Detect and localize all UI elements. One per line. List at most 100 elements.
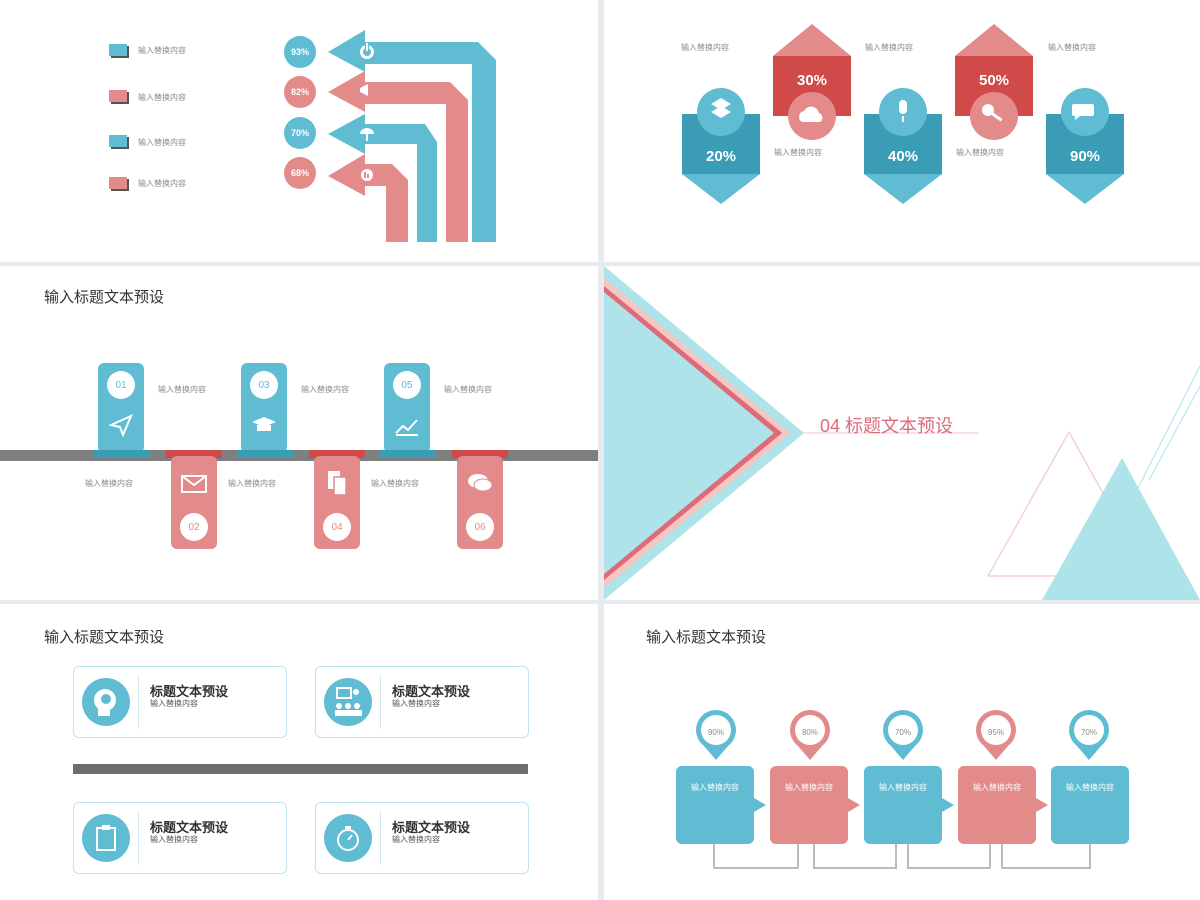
- arrow-shape: [328, 30, 496, 242]
- caption: 输入替换内容: [956, 148, 1004, 157]
- up-arrow-box: [773, 24, 851, 116]
- pin-percent: 90%: [707, 728, 724, 737]
- pin-percent: 80%: [801, 728, 818, 737]
- legend-swatch: [109, 44, 127, 56]
- timeline-bar: [0, 450, 598, 461]
- caption: 输入替换内容: [681, 43, 729, 52]
- step-box: 输入替换内容: [770, 766, 848, 844]
- dropbox-icon: [711, 98, 731, 110]
- cloud-upload-icon: [799, 106, 823, 122]
- slide-percent-arrows: 输入替换内容 输入替换内容 输入替换内容 输入替换内容 93% 82% 70% …: [0, 0, 598, 262]
- step-number: 01: [107, 371, 135, 399]
- chat-icon: [468, 474, 493, 492]
- caption: 输入替换内容: [865, 43, 913, 52]
- pin-marker: [976, 710, 1016, 760]
- step-label: 输入替换内容: [371, 479, 419, 488]
- arrow-shape: [328, 71, 468, 242]
- timeline-tab: 03: [241, 363, 287, 453]
- percent-badge: 82%: [284, 76, 316, 108]
- megaphone-icon: [360, 84, 368, 96]
- step-label: 输入替换内容: [85, 479, 133, 488]
- timeline-tab: 02: [171, 456, 217, 549]
- head-gear-icon: [82, 678, 130, 726]
- card-subtitle: 输入替换内容: [150, 835, 198, 844]
- step-box: 输入替换内容: [676, 766, 754, 844]
- percent-value: 30%: [796, 72, 828, 89]
- arrow-shape: [328, 154, 408, 242]
- slide-title: 输入标题文本预设: [44, 289, 165, 306]
- pin-marker: [1069, 710, 1109, 760]
- step-label: 输入替换内容: [301, 385, 349, 394]
- percent-badge: 68%: [284, 157, 316, 189]
- percent-pins: [696, 710, 1109, 760]
- slide-timeline-tabs: 输入标题文本预设 01 03 05 02 04 06 输入替换内容 输入替换内容…: [0, 266, 598, 600]
- step-number: 05: [393, 371, 421, 399]
- step-label: 输入替换内容: [973, 783, 1021, 792]
- feature-card: 标题文本预设 输入替换内容: [315, 802, 529, 874]
- slide-feature-cards: 输入标题文本预设 标题文本预设 输入替换内容 标题文本预设 输入替换内容 标题文…: [0, 604, 598, 900]
- caption: 输入替换内容: [774, 148, 822, 157]
- step-box: 输入替换内容: [958, 766, 1036, 844]
- step-label: 输入替换内容: [444, 385, 492, 394]
- step-number: 04: [323, 513, 351, 541]
- legend-swatch: [109, 90, 127, 102]
- step-label: 输入替换内容: [785, 783, 833, 792]
- card-title: 标题文本预设: [392, 684, 471, 699]
- percent-value: 90%: [1069, 148, 1101, 165]
- tab-base: [166, 450, 222, 458]
- timeline-tab: 05: [384, 363, 430, 453]
- pin-percent: 95%: [987, 728, 1004, 737]
- slide-title: 输入标题文本预设: [646, 629, 767, 646]
- legend-label: 输入替换内容: [138, 138, 186, 147]
- percent-badge: 93%: [284, 36, 316, 68]
- triangle-decoration: [604, 266, 1200, 600]
- timeline-tab: 06: [457, 456, 503, 549]
- tab-base: [452, 450, 508, 458]
- umbrella-icon: [360, 128, 374, 134]
- legend-swatch: [109, 177, 127, 189]
- team-presentation-icon: [324, 678, 372, 726]
- legend-swatch: [109, 135, 127, 147]
- card-subtitle: 输入替换内容: [392, 835, 440, 844]
- tab-base: [309, 450, 365, 458]
- pin-percent: 70%: [894, 728, 911, 737]
- bent-arrows-graphic: [328, 30, 496, 242]
- feature-card: 标题文本预设 输入替换内容: [73, 802, 287, 874]
- legend-label: 输入替换内容: [138, 93, 186, 102]
- tab-base: [237, 450, 293, 458]
- percent-value: 40%: [887, 148, 919, 165]
- timeline-tab: 04: [314, 456, 360, 549]
- pin-percent: 70%: [1080, 728, 1097, 737]
- microphone-icon: [899, 100, 907, 114]
- clipboard-icon: [82, 814, 130, 862]
- document-icon: [328, 471, 347, 496]
- up-arrow-box: [955, 24, 1033, 116]
- card-subtitle: 输入替换内容: [392, 699, 440, 708]
- card-subtitle: 输入替换内容: [150, 699, 198, 708]
- slide-title: 输入标题文本预设: [44, 629, 165, 646]
- slide-process-steps: 输入标题文本预设 90% 80% 70% 95% 70% 输入替换内容 输入替换…: [604, 604, 1200, 900]
- section-title: 04 标题文本预设: [820, 416, 954, 436]
- percent-badge: 70%: [284, 117, 316, 149]
- divider-bar: [73, 764, 528, 774]
- caption: 输入替换内容: [1048, 43, 1096, 52]
- connector-lines: [713, 798, 1091, 869]
- chat-icon: [1072, 104, 1094, 120]
- step-label: 输入替换内容: [879, 783, 927, 792]
- paper-plane-icon: [109, 414, 133, 437]
- step-label: 输入替换内容: [158, 385, 206, 394]
- pin-marker: [883, 710, 923, 760]
- tab-base: [94, 450, 150, 458]
- trend-chart-icon: [395, 419, 418, 436]
- step-number: 02: [180, 513, 208, 541]
- stopwatch-icon: [324, 814, 372, 862]
- legend-label: 输入替换内容: [138, 46, 186, 55]
- pin-marker: [790, 710, 830, 760]
- legend-label: 输入替换内容: [138, 179, 186, 188]
- percent-value: 20%: [705, 148, 737, 165]
- step-label: 输入替换内容: [691, 783, 739, 792]
- feature-card: 标题文本预设 输入替换内容: [315, 666, 529, 738]
- mail-icon: [181, 475, 207, 493]
- pin-marker: [696, 710, 736, 760]
- card-title: 标题文本预设: [150, 684, 229, 699]
